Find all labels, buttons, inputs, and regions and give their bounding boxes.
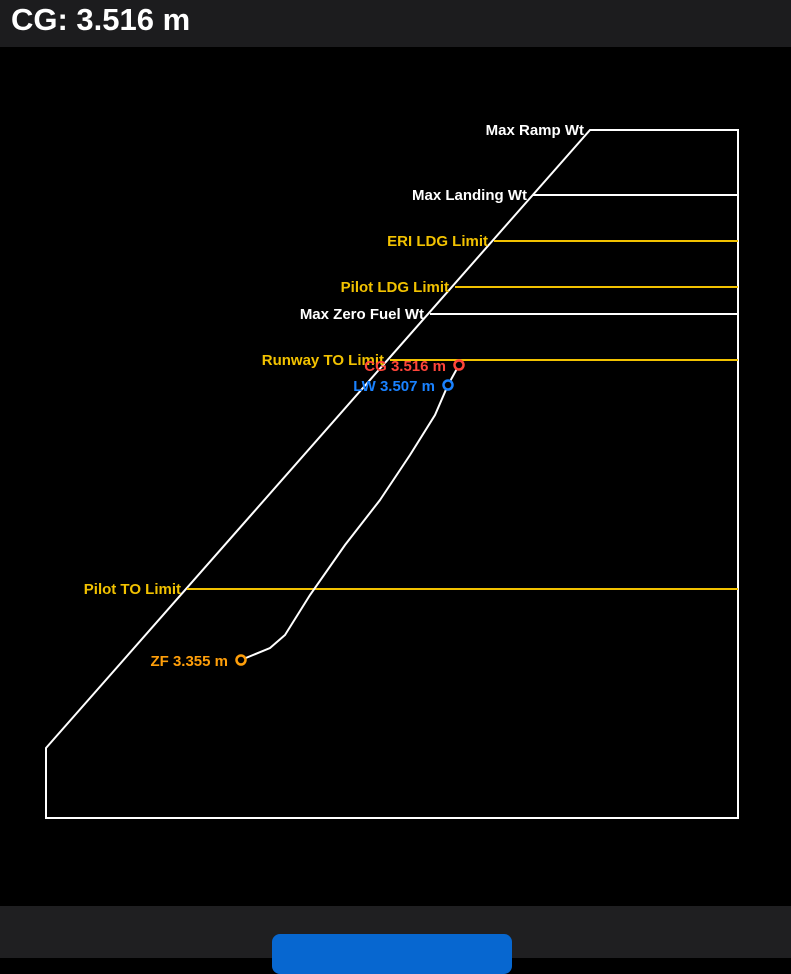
limit-label: Max Landing Wt [412,187,527,204]
page-title: CG: 3.516 m [11,2,191,37]
limit-label: Pilot LDG Limit [341,279,449,296]
point-cg [453,359,465,371]
point-label: CG 3.516 m [364,358,446,375]
cg-path [240,364,460,661]
envelope-outline [45,129,739,819]
point-label: ZF 3.355 m [150,653,228,670]
point-lw [442,379,454,391]
limit-label: Pilot TO Limit [84,581,181,598]
point-zf [235,654,247,666]
point-label: LW 3.507 m [353,378,435,395]
limit-label: Max Zero Fuel Wt [300,306,424,323]
header-bar: CG: 3.516 m [0,0,791,47]
limit-label: Runway TO Limit [262,352,384,369]
primary-button[interactable] [272,934,512,974]
limit-label: Max Ramp Wt [486,122,584,139]
limit-label: ERI LDG Limit [387,233,488,250]
